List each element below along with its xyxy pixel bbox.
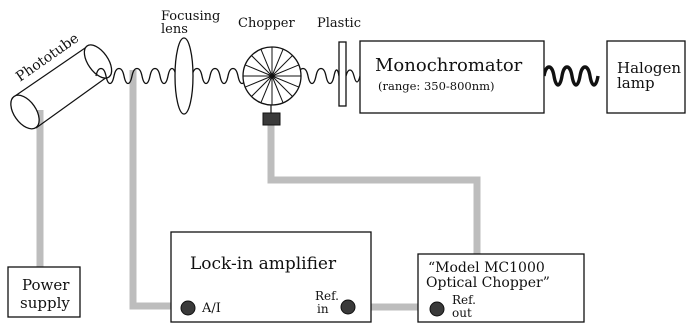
phototube bbox=[10, 44, 113, 130]
halogen-lamp-label-line2: lamp bbox=[617, 74, 655, 92]
cable-phototube-to-lockin bbox=[129, 70, 182, 310]
chopper-spoke bbox=[271, 55, 293, 77]
lockin-refin-label-line2: in bbox=[317, 302, 329, 316]
chopper-controller-refout-label-line2: out bbox=[452, 306, 472, 320]
lockin-amplifier-label: Lock-in amplifier bbox=[190, 254, 337, 274]
power-supply-label-line1: Power bbox=[22, 276, 70, 294]
focusing-lens-label-line2: lens bbox=[161, 22, 188, 37]
plastic-sample bbox=[338, 41, 347, 107]
monochromator-label: Monochromator bbox=[375, 55, 523, 76]
lockin-ai-label: A/I bbox=[201, 301, 221, 316]
chopper-spoke bbox=[271, 75, 299, 88]
cable-chopper-to-controller bbox=[267, 124, 481, 255]
chopper-spoke bbox=[260, 49, 273, 77]
monochromator-box bbox=[359, 40, 545, 114]
power-supply-label-line2: supply bbox=[20, 294, 70, 312]
chopper-spoke bbox=[245, 64, 273, 77]
chopper-controller-refout-jack bbox=[429, 301, 445, 317]
lockin-refin-jack bbox=[340, 299, 356, 315]
chopper-spoke bbox=[271, 49, 284, 77]
lockin-ai-jack bbox=[180, 300, 196, 316]
chopper-spoke bbox=[251, 55, 273, 77]
chopper-spoke bbox=[260, 75, 273, 103]
chopper-spoke bbox=[251, 75, 273, 97]
monochromator-range: (range: 350-800nm) bbox=[378, 79, 495, 93]
halogen-lamp-box bbox=[606, 40, 686, 114]
chopper-controller-label-line1: “Model MC1000 bbox=[428, 260, 545, 276]
light-wave-chopper-plastic bbox=[297, 67, 340, 85]
light-wave-halogen-monochromator bbox=[542, 65, 600, 87]
lockin-refin-label-line1: Ref. bbox=[315, 289, 339, 303]
chopper-controller-label-line2: Optical Chopper” bbox=[426, 275, 550, 291]
chopper-controller-refout-label-line1: Ref. bbox=[452, 293, 476, 307]
focusing-lens bbox=[174, 37, 194, 115]
chopper-spoke bbox=[271, 75, 293, 97]
lockin-amplifier-box bbox=[170, 231, 372, 323]
chopper-spoke bbox=[271, 64, 299, 77]
light-wave-phototube-lens bbox=[95, 67, 177, 85]
chopper-wheel bbox=[242, 46, 302, 126]
light-wave-lens-chopper bbox=[191, 67, 247, 85]
halogen-lamp-label-line1: Halogen bbox=[617, 59, 681, 77]
chopper-spoke bbox=[271, 75, 284, 103]
light-wave-plastic-monochromator bbox=[345, 69, 361, 83]
power-supply-box bbox=[7, 266, 81, 318]
chopper-spoke bbox=[245, 75, 273, 88]
chopper-controller-box bbox=[417, 253, 585, 323]
plastic-label: Plastic bbox=[317, 16, 361, 31]
focusing-lens-label-line1: Focusing bbox=[161, 9, 220, 24]
chopper-label: Chopper bbox=[238, 16, 295, 31]
